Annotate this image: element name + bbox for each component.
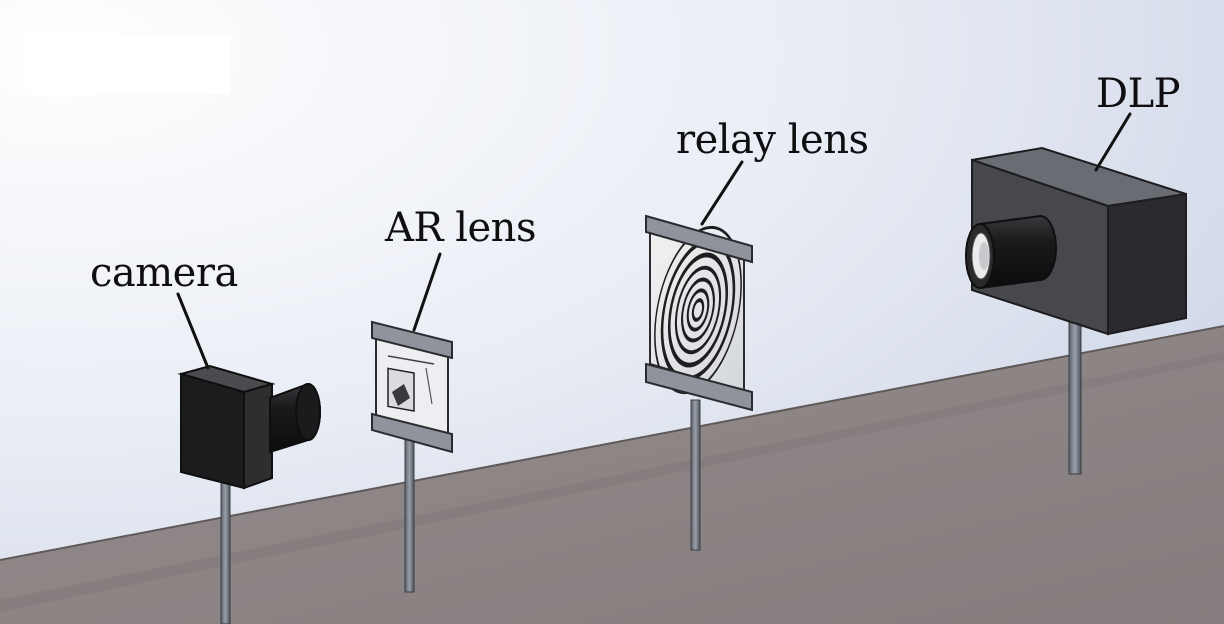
- leader-lines: [176, 112, 1132, 370]
- camera-label: camera: [90, 250, 238, 296]
- optical-table: [0, 325, 1224, 624]
- relay-lens: [645, 214, 753, 551]
- leader-line-relay-lens: [700, 160, 744, 226]
- relay-lens-label: relay lens: [676, 117, 869, 163]
- ar-lens-label: AR lens: [385, 205, 536, 251]
- leader-line-camera: [176, 292, 210, 370]
- background-white-patch: [22, 36, 230, 94]
- dlp-projector: [965, 146, 1187, 475]
- leader-line-dlp: [1094, 112, 1132, 172]
- leader-line-ar-lens: [412, 252, 442, 332]
- camera-device: [177, 364, 321, 624]
- ar-lens: [371, 320, 453, 593]
- dlp-label: DLP: [1096, 71, 1181, 117]
